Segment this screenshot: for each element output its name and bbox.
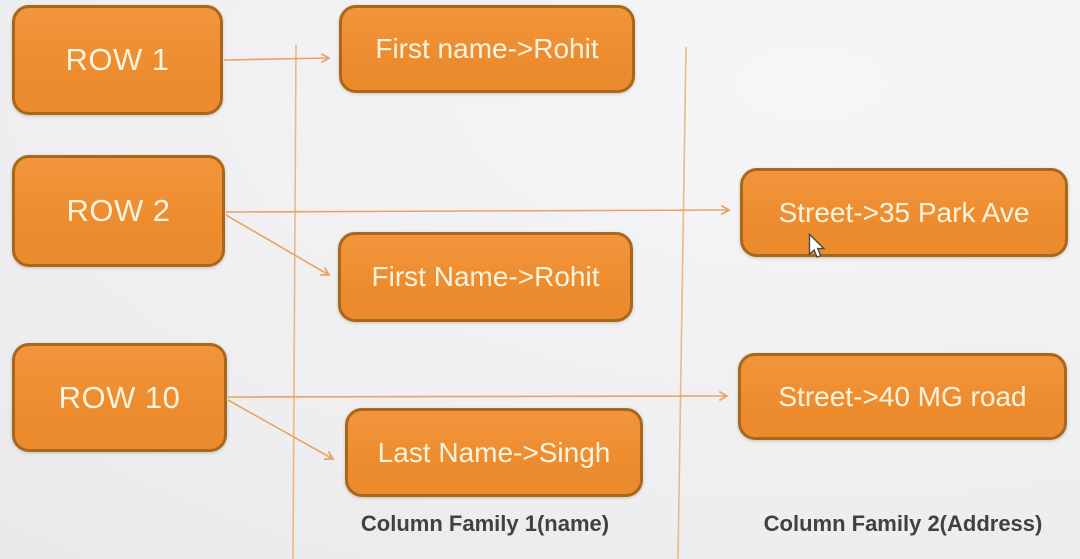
column-family-1-label: Column Family 1(name) — [360, 511, 610, 536]
arrow-row2-to-firstname — [225, 214, 331, 276]
arrow-row1-to-firstname — [223, 52, 331, 64]
cell-street-row2-label: Street->35 Park Ave — [778, 196, 1030, 228]
row10-box: ROW 10 — [12, 343, 227, 452]
row10-label: ROW 10 — [58, 379, 181, 415]
cell-firstname-row1-box: First name->Rohit — [339, 5, 635, 93]
row1-label: ROW 1 — [65, 42, 170, 77]
column-family-divider-1 — [292, 44, 297, 559]
cell-firstname-row2-box: First Name->Rohit — [338, 232, 633, 322]
cell-firstname-row1-label: First name->Rohit — [375, 33, 599, 64]
row2-label: ROW 2 — [66, 193, 171, 228]
cell-street-row10-box: Street->40 MG road — [738, 353, 1067, 440]
column-family-divider-2 — [677, 46, 687, 559]
cell-lastname-row10-label: Last Name->Singh — [377, 436, 611, 468]
cell-street-row2-box: Street->35 Park Ave — [740, 168, 1068, 257]
arrow-row10-to-street40 — [227, 390, 729, 402]
arrow-row10-to-lastname — [227, 399, 335, 460]
column-family-2-label: Column Family 2(Address) — [763, 511, 1043, 536]
arrow-row2-to-street35 — [225, 204, 731, 216]
row1-box: ROW 1 — [12, 5, 223, 115]
row2-box: ROW 2 — [12, 155, 225, 267]
cell-firstname-row2-label: First Name->Rohit — [371, 261, 600, 292]
cell-street-row10-label: Street->40 MG road — [778, 380, 1027, 412]
cell-lastname-row10-box: Last Name->Singh — [345, 408, 643, 497]
